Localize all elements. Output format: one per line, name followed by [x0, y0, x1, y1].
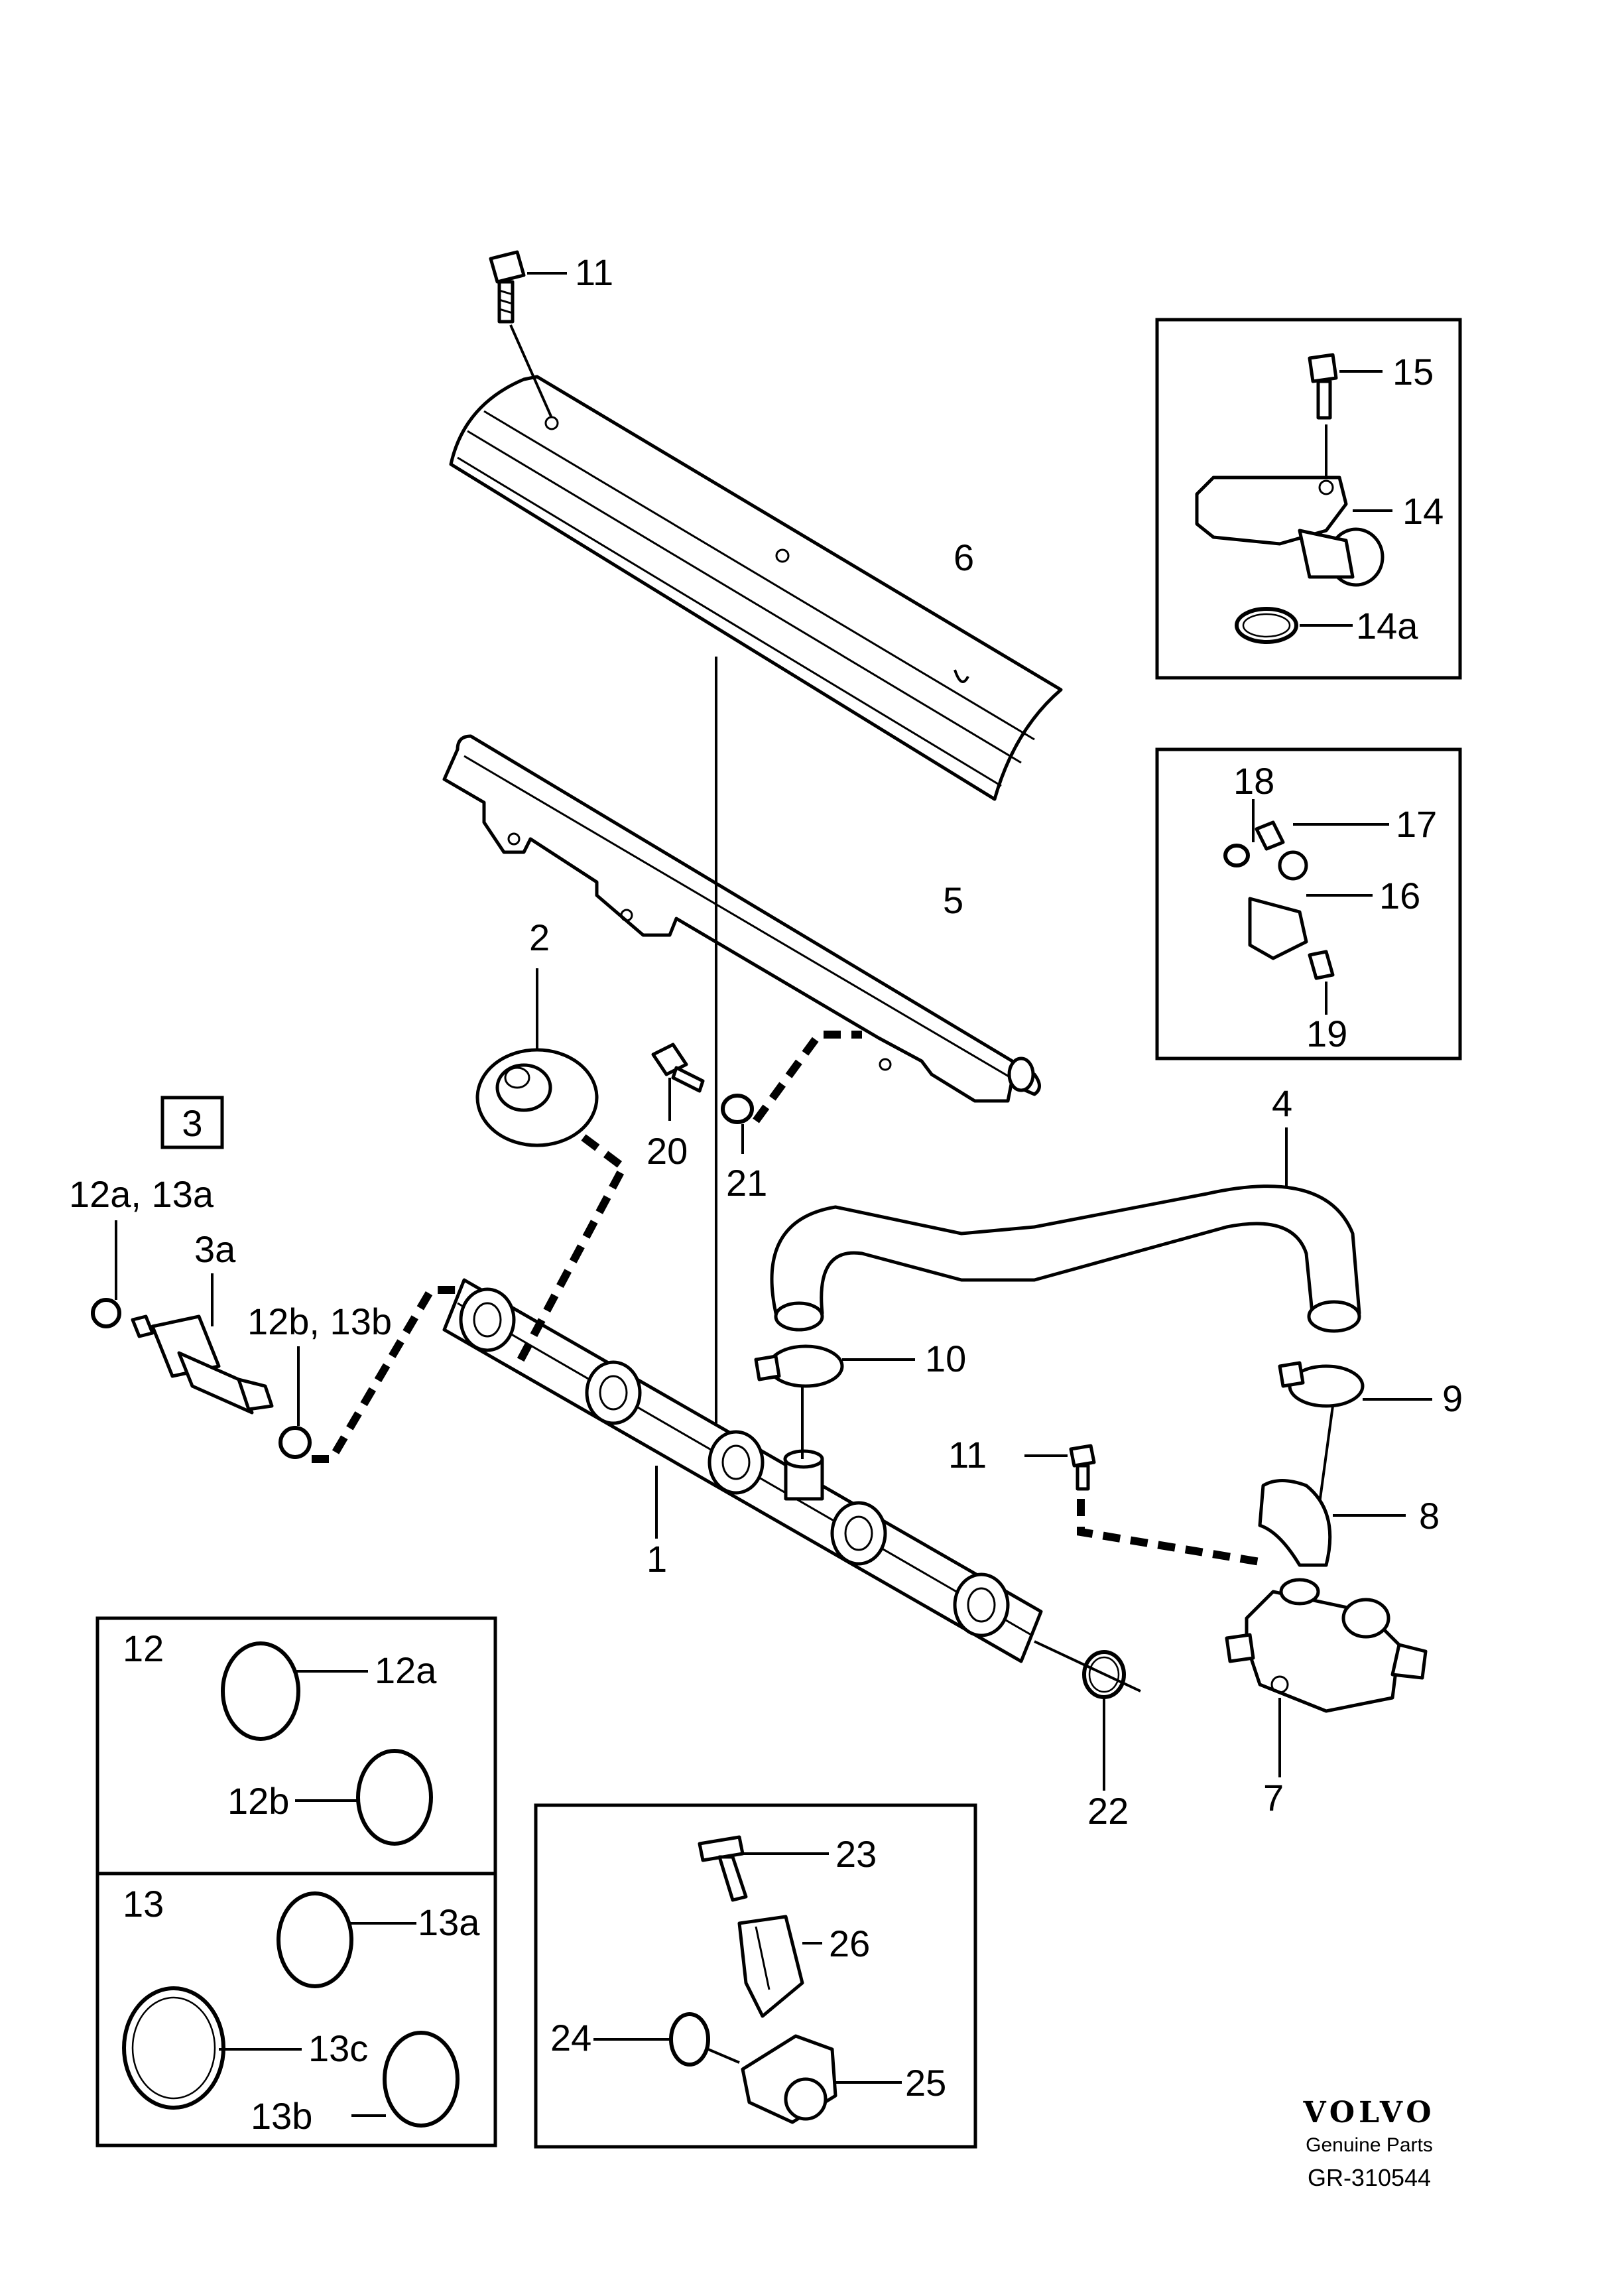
- diagram-reference: GR-310544: [1308, 2164, 1431, 2191]
- kit12-ring-b: [356, 1749, 433, 1846]
- pressure-damper: [475, 1048, 599, 1147]
- label-24: 24: [550, 2017, 591, 2059]
- label-17: 17: [1396, 803, 1437, 845]
- label-9: 9: [1442, 1377, 1463, 1419]
- sensor-16: [1248, 820, 1335, 980]
- label-23: 23: [835, 1833, 877, 1875]
- brand-subtitle: Genuine Parts: [1306, 2134, 1433, 2156]
- hose-clamp-10: [754, 1344, 844, 1388]
- inset-clip-23-26: [534, 1803, 977, 2149]
- kit12-ring-a: [221, 1641, 300, 1741]
- label-3: 3: [182, 1102, 202, 1144]
- label-4: 4: [1272, 1082, 1292, 1124]
- bolt-11-mid: [1069, 1444, 1096, 1491]
- sensor-14: [1195, 476, 1385, 587]
- label-6: 6: [954, 537, 974, 578]
- label-10: 10: [925, 1338, 966, 1379]
- kit13-label-b: 13b: [251, 2095, 312, 2137]
- o-ring-22: [1082, 1650, 1126, 1699]
- label-22: 22: [1087, 1790, 1129, 1832]
- fuel-injector: [91, 1298, 312, 1459]
- bolt-20: [651, 1043, 705, 1093]
- o-ring-14a: [1235, 607, 1298, 644]
- label-2: 2: [529, 917, 550, 958]
- inset-sensor-16: [1155, 747, 1462, 1060]
- label-14: 14: [1402, 490, 1444, 532]
- kit13-title: 13: [123, 1883, 164, 1925]
- label-25: 25: [905, 2062, 946, 2104]
- hose-clamp-9: [1278, 1361, 1365, 1408]
- label-11-mid: 11: [948, 1434, 987, 1476]
- kit13-label-a: 13a: [418, 1901, 480, 1943]
- pump-7: [1225, 1578, 1428, 1713]
- bracket-8: [1258, 1479, 1332, 1567]
- o-ring-24: [669, 2012, 710, 2067]
- label-19: 19: [1306, 1013, 1347, 1054]
- kit13-ring-a: [277, 1891, 353, 1988]
- kit12-title: 12: [123, 1627, 164, 1669]
- fuel-rail-cover: [449, 375, 1063, 801]
- clip-housing-25: [741, 2034, 837, 2124]
- label-21: 21: [726, 1162, 767, 1204]
- label-1: 1: [647, 1538, 667, 1580]
- label-26: 26: [829, 1923, 870, 1964]
- label-3-box: [160, 1096, 224, 1149]
- o-ring-18: [1223, 844, 1250, 867]
- fuel-rail: [442, 1278, 1043, 1663]
- brand-logo: VOLVO: [1302, 2096, 1435, 2130]
- inset-sensor-14: [1155, 318, 1462, 680]
- kit13-ring-b: [383, 2031, 460, 2128]
- label-16: 16: [1379, 875, 1420, 917]
- inset-kit-12-13: [95, 1616, 497, 2147]
- bolt-15: [1308, 353, 1338, 420]
- kit13-label-c: 13c: [308, 2027, 368, 2069]
- bolt-11-top: [489, 250, 526, 324]
- fuel-rail-bracket: [442, 734, 1041, 1103]
- label-20: 20: [647, 1130, 688, 1172]
- fuel-hose: [770, 1184, 1361, 1333]
- kit12-label-a: 12a: [375, 1649, 437, 1691]
- bolt-23: [698, 1835, 748, 1902]
- label-7: 7: [1263, 1777, 1284, 1818]
- label-8: 8: [1419, 1495, 1440, 1537]
- kit13-ring-c: [122, 1986, 225, 2110]
- kit12-label-b: 12b: [227, 1780, 289, 1822]
- label-3a: 3a: [194, 1228, 236, 1270]
- label-12b-13b: 12b, 13b: [247, 1301, 392, 1342]
- label-5: 5: [943, 879, 963, 921]
- label-14a: 14a: [1356, 605, 1418, 647]
- washer-21: [721, 1094, 754, 1124]
- label-11-top: 11: [575, 251, 613, 293]
- label-18: 18: [1233, 760, 1274, 802]
- label-15: 15: [1392, 351, 1434, 393]
- clip-26: [737, 1915, 804, 2018]
- label-12a-13a: 12a, 13a: [69, 1173, 214, 1215]
